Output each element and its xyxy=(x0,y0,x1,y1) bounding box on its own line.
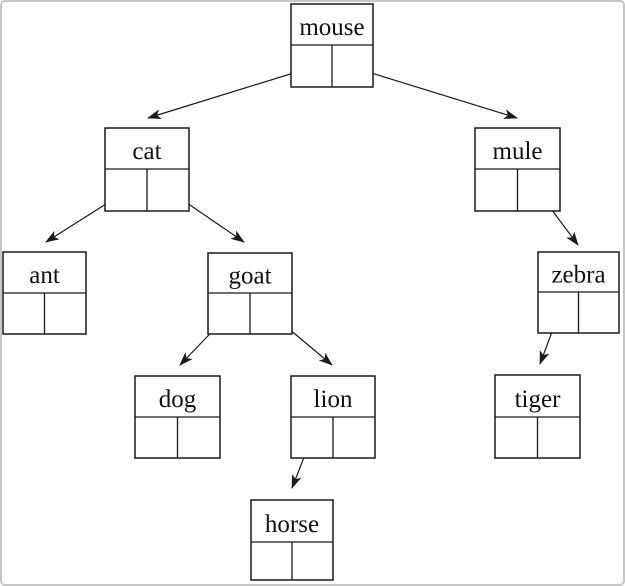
node-label-ant: ant xyxy=(29,262,60,289)
edge-mouse-right-mule xyxy=(351,66,518,119)
tree-node-mouse: mouse xyxy=(290,3,374,88)
tree-node-zebra: zebra xyxy=(537,251,620,334)
node-label-horse: horse xyxy=(265,511,319,538)
node-label-mouse: mouse xyxy=(299,14,364,41)
node-label-dog: dog xyxy=(159,386,197,413)
tree-node-mule: mule xyxy=(474,127,561,212)
node-label-tiger: tiger xyxy=(515,386,561,413)
node-label-goat: goat xyxy=(228,262,271,289)
node-label-cat: cat xyxy=(132,138,161,165)
edge-mouse-left-cat xyxy=(147,66,314,119)
tree-node-cat: cat xyxy=(104,127,190,212)
nodes-layer: mouse cat mule ant goat zebra dog lion tiger hors… xyxy=(2,3,620,581)
tree-node-goat: goat xyxy=(207,252,293,335)
tree-node-tiger: tiger xyxy=(494,374,581,459)
node-label-mule: mule xyxy=(493,138,543,165)
tree-node-lion: lion xyxy=(290,375,376,459)
tree-node-dog: dog xyxy=(134,375,221,459)
tree-node-ant: ant xyxy=(2,251,87,335)
tree-node-horse: horse xyxy=(250,499,334,581)
node-label-zebra: zebra xyxy=(551,261,605,288)
node-label-lion: lion xyxy=(314,386,353,413)
